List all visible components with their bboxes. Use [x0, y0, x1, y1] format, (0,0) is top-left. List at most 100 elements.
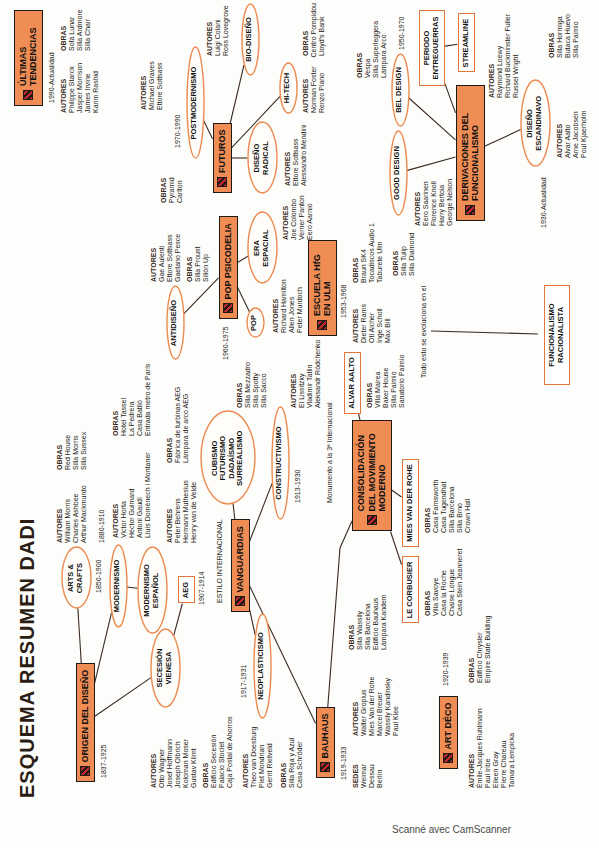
note-text: Theo van Doesburg: [250, 727, 258, 788]
text-wrap: NEOPLASTICISMO: [257, 632, 266, 700]
topic-oval: ANTIDISEÑO: [166, 286, 185, 361]
note-text: AUTORES: [556, 124, 564, 158]
note-text: AUTORES: [56, 509, 64, 543]
note-text: OBRAS: [60, 26, 68, 51]
topic-box: AEG: [178, 577, 195, 604]
note-text: Ross Lovegrove: [222, 5, 230, 56]
note-text: SEDES: [352, 764, 360, 788]
node-text: POP: [250, 315, 259, 331]
note-text: Casa Stein Jeanneret: [456, 549, 464, 616]
striped-flag: [235, 597, 245, 607]
note-text: Silla Superleggera: [372, 21, 380, 78]
text-wrap: ESCUELA HfG EN ULM: [312, 246, 333, 316]
oval-shape: [151, 629, 180, 707]
text-wrap: BIO-DISEÑO: [245, 17, 254, 62]
note-text: Butaca Huevo: [564, 14, 572, 58]
note-text: Marcel Breuer: [376, 692, 384, 736]
note-text: OBRAS: [186, 257, 194, 282]
leader-line: [431, 331, 538, 334]
topic-banner: VANGUARDIAS: [231, 520, 250, 613]
oval-shape: [201, 412, 255, 505]
note-text: Silla Proust: [194, 247, 202, 282]
text-wrap: PERIODO ENTREGUERRAS: [423, 15, 440, 81]
oval-shape: [248, 213, 277, 284]
oval-shape: [280, 63, 297, 113]
topic-banner: CONSOLIDACIÓN DEL MOVIMIENTO MODERNO: [352, 421, 392, 532]
note-text: OBRAS: [468, 658, 476, 683]
note-text: AUTORES: [112, 504, 120, 538]
node-text: ORIGEN DEL DISEÑO: [80, 670, 90, 763]
topic-box: LE CORBUSIER: [402, 557, 419, 624]
connector: [78, 608, 81, 663]
note-text: Harry Bertoia: [438, 185, 446, 226]
text-wrap: ALVAR AALTO: [348, 357, 357, 409]
note-text: Silla Roja y Azul: [288, 738, 296, 788]
note-text: Verner Panton: [298, 195, 306, 240]
note-text: Héctor Guimard: [128, 489, 136, 538]
note-text: AUTORES: [140, 76, 148, 110]
node-text: ERA ESPACIAL: [253, 226, 270, 271]
note-text: William Morris: [64, 499, 72, 543]
scanner-watermark: Scanné avec CamScanner: [392, 824, 511, 836]
note-text: AUTORES: [488, 64, 496, 98]
note-text: Joe Colombo: [290, 199, 298, 240]
connector: [392, 490, 402, 497]
topic-oval: DISEÑO ESCANDINAVO: [520, 79, 551, 167]
striped-flag: [320, 763, 330, 773]
note-text: Walter Gropius: [360, 690, 368, 736]
topic-banner: ORIGEN DEL DISEÑO: [76, 664, 95, 783]
note-text: Eero Aarnio: [306, 203, 314, 240]
note-text: Casa Tugendhat: [440, 482, 448, 533]
note-text: Tocadiscos Audio 1: [368, 223, 376, 283]
topic-oval: POSTMODERNISMO: [186, 47, 205, 160]
note-text: OBRAS: [236, 383, 244, 408]
connector: [183, 278, 218, 315]
oval-shape: [62, 548, 91, 609]
topic-oval: POP: [246, 308, 265, 339]
note-text: Lámpara de arco AEG: [182, 394, 190, 463]
note-text: 1837-1925: [100, 745, 108, 778]
note-text: Edificio Bauhaus: [372, 598, 380, 650]
note-text: 1913-1930: [294, 470, 302, 503]
text-wrap: LE CORBUSIER: [406, 562, 415, 619]
oval-shape: [138, 547, 167, 633]
note-text: Lloyd's Bank: [318, 17, 326, 56]
note-text: Carlton: [176, 180, 184, 203]
note-text: ESTILO INTERNACIONAL: [216, 519, 224, 603]
note-text: La Pedrera: [128, 401, 136, 436]
node-text: SECESIÓN VIENESA: [156, 643, 173, 693]
text-wrap: CUBISMO FUTURISMO DADAÍSMO SURREALISMO: [211, 428, 246, 488]
note-text: OBRAS: [352, 258, 360, 283]
oval-shape: [242, 4, 259, 75]
note-text: Taburete Ulm: [376, 241, 384, 283]
connector: [408, 97, 455, 139]
text-wrap: GOOD DESIGN: [393, 146, 402, 200]
note-text: 1990-Actualidad: [48, 52, 56, 103]
note-text: Hermann Muthesius: [182, 480, 190, 543]
text-wrap: STREAMLINE: [462, 19, 471, 68]
note-text: Gae Aulenti: [158, 246, 166, 282]
node-text: PERIODO ENTREGUERRAS: [423, 15, 440, 81]
text-wrap: MIES VAN DER ROHE: [406, 464, 415, 542]
note-text: Silla Barcelona: [364, 603, 372, 650]
note-text: Sofá Lunar: [68, 17, 76, 51]
note-text: OBRAS: [166, 438, 174, 463]
note-text: Norman Foster: [310, 66, 318, 113]
connector: [406, 157, 455, 171]
note-text: 1970-1990: [174, 115, 182, 148]
note-text: AUTORES: [302, 79, 310, 113]
note-text: AUTORES: [282, 206, 290, 240]
note-text: Silla Sacco: [260, 373, 268, 408]
node-text: ART DÉCO: [443, 703, 453, 750]
note-text: Edificio Chrysler: [476, 632, 484, 683]
note-text: Paul Klee: [392, 706, 400, 736]
note-text: Edificio Secesión: [210, 735, 218, 788]
page-title: ESQUEMA RESUMEN DADI: [16, 518, 39, 798]
note-text: 1930-Actualidad: [540, 177, 548, 228]
node-text: ÚLTIMAS TENDENCIAS: [18, 16, 39, 86]
topic-banner: BAUHAUS: [316, 708, 335, 779]
note-text: Silla Paimio: [390, 371, 398, 408]
connector: [95, 613, 112, 684]
note-text: Piet Mondrian: [258, 745, 266, 788]
text-wrap: DERIVACIONES DEL FUNCIONALISMO: [460, 91, 481, 201]
